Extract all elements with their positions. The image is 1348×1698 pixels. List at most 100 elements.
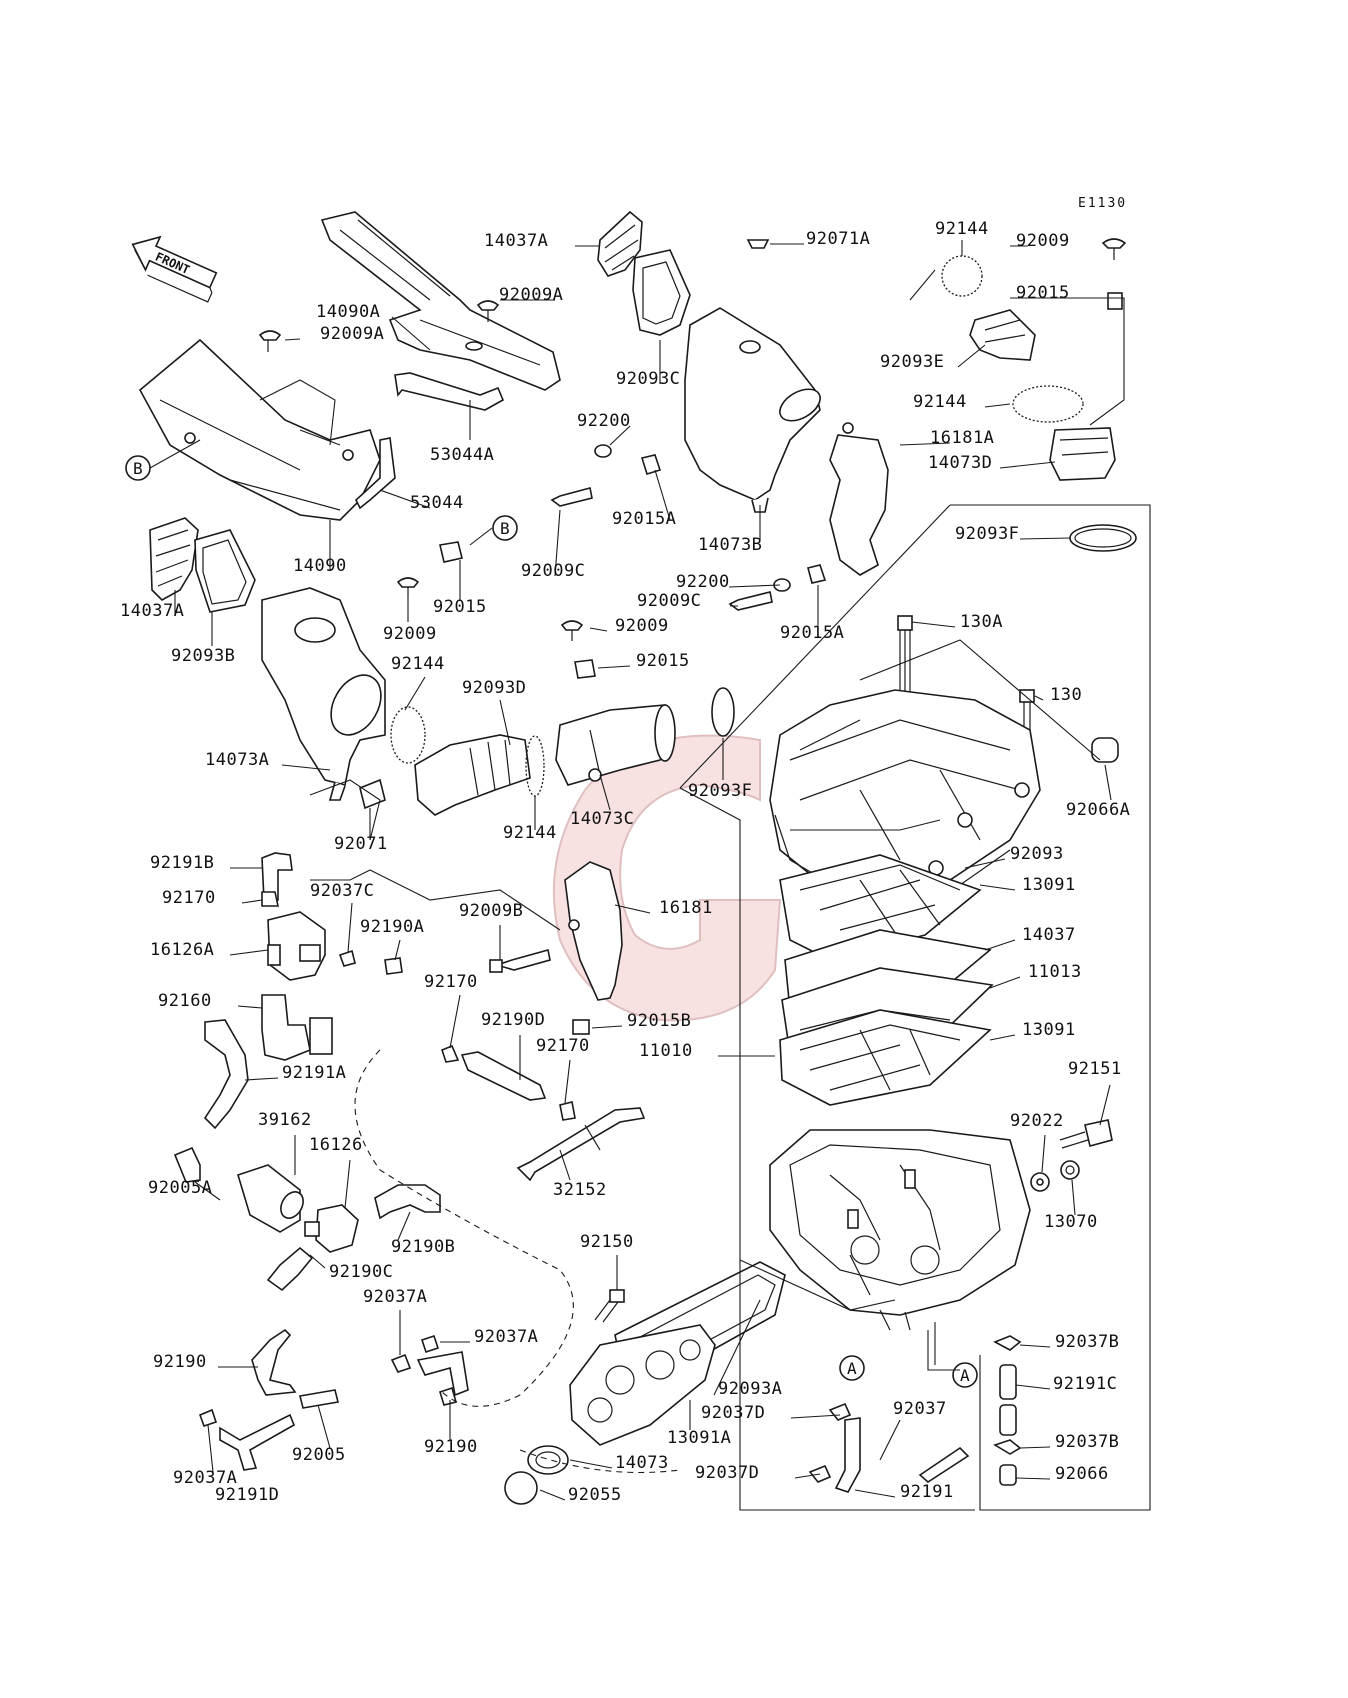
part-label-92037b: 92037B — [1055, 1332, 1119, 1352]
joint-92005A — [173, 1146, 201, 1183]
part-label-11013: 11013 — [1028, 962, 1082, 982]
nut-13070 — [1060, 1160, 1080, 1180]
fitting-14073 — [527, 1445, 569, 1475]
part-label-92005: 92005 — [292, 1445, 346, 1465]
spring-clamp-92144-top — [941, 255, 983, 297]
seal-92093F-right — [1069, 524, 1137, 552]
part-label-92015a: 92015A — [612, 509, 676, 529]
part-label-14073a: 14073A — [205, 750, 269, 770]
cover-13091A — [569, 1324, 716, 1446]
duct-14090 — [138, 338, 381, 521]
part-label-92093b: 92093B — [171, 646, 235, 666]
part-label-92093e: 92093E — [880, 352, 944, 372]
part-label-92093f: 92093F — [955, 524, 1019, 544]
ref-marker-b-center: B — [492, 515, 518, 541]
pipe-92037 — [918, 1446, 970, 1484]
part-label-92037: 92037 — [893, 1399, 947, 1419]
part-label-92144: 92144 — [935, 219, 989, 239]
part-label-92009: 92009 — [383, 624, 437, 644]
part-label-14090a: 14090A — [316, 302, 380, 322]
bolt-92151 — [1059, 1119, 1113, 1149]
valve-16126A — [267, 911, 326, 981]
part-label-92190: 92190 — [424, 1437, 478, 1457]
filter-frame-92093B — [194, 529, 256, 613]
air-duct-14073A — [261, 587, 386, 801]
part-label-92093d: 92093D — [462, 678, 526, 698]
air-duct-14073B — [684, 307, 821, 513]
hose-92191A — [203, 1019, 249, 1130]
part-label-92037b: 92037B — [1055, 1432, 1119, 1452]
part-label-92160: 92160 — [158, 991, 212, 1011]
part-label-92066: 92066 — [1055, 1464, 1109, 1484]
hose-92191D — [219, 1413, 296, 1471]
part-label-16181: 16181 — [659, 898, 713, 918]
cap-92066A — [1091, 737, 1119, 763]
filter-element-14037A-left — [149, 517, 199, 601]
part-label-92144: 92144 — [913, 392, 967, 412]
part-label-92009: 92009 — [1016, 231, 1070, 251]
hose-92190D — [460, 1051, 547, 1101]
collar-92015-mid — [439, 541, 596, 679]
part-label-92144: 92144 — [503, 823, 557, 843]
valve-16126 — [304, 1204, 359, 1253]
part-label-14037: 14037 — [1022, 925, 1076, 945]
part-label-92037c: 92037C — [310, 881, 374, 901]
part-label-92200: 92200 — [676, 572, 730, 592]
bracket-92160 — [261, 994, 333, 1061]
part-label-92191b: 92191B — [150, 853, 214, 873]
part-label-92009: 92009 — [615, 616, 669, 636]
part-label-13070: 13070 — [1044, 1212, 1098, 1232]
grommet-92071A — [746, 239, 770, 249]
upper-case-92093 — [769, 689, 1041, 906]
part-label-92009c: 92009C — [637, 591, 701, 611]
part-label-92191a: 92191A — [282, 1063, 346, 1083]
screws-92009A — [258, 300, 500, 352]
svg-text:A: A — [960, 1366, 970, 1385]
svg-text:B: B — [133, 459, 143, 478]
part-label-53044a: 53044A — [430, 445, 494, 465]
hose-92190-right — [416, 1351, 469, 1406]
svg-text:A: A — [847, 1359, 857, 1378]
bolts-92009C — [550, 487, 773, 611]
gasket-13091-lower — [779, 1009, 992, 1106]
part-label-92066a: 92066A — [1066, 800, 1130, 820]
part-label-92009a: 92009A — [320, 324, 384, 344]
part-label-14037a: 14037A — [484, 231, 548, 251]
part-label-92071a: 92071A — [806, 229, 870, 249]
cap-39162 — [237, 1164, 304, 1233]
part-label-92015b: 92015B — [627, 1011, 691, 1031]
hose-92093E — [969, 309, 1036, 361]
clips-92037B — [993, 1335, 1022, 1455]
bolt-92150 — [594, 1289, 625, 1323]
o-ring-92055 — [504, 1471, 538, 1505]
joint-92005 — [299, 1389, 339, 1409]
ref-marker-b-left: B — [125, 455, 151, 481]
drain-tube-92191C — [999, 1364, 1017, 1436]
part-label-11010: 11010 — [639, 1041, 693, 1061]
filter-element-14037A-top — [597, 210, 643, 277]
part-label-92015: 92015 — [1016, 283, 1070, 303]
washer-92022 — [1030, 1172, 1050, 1192]
bracket-53044 — [355, 437, 396, 510]
part-label-92150: 92150 — [580, 1232, 634, 1252]
part-label-16126a: 16126A — [150, 940, 214, 960]
part-label-92190d: 92190D — [481, 1010, 545, 1030]
part-label-92009b: 92009B — [459, 901, 523, 921]
ref-marker-a-right: A — [952, 1362, 978, 1388]
clip-92037C — [338, 949, 356, 967]
part-label-92190a: 92190A — [360, 917, 424, 937]
clips-92037A — [198, 1334, 440, 1428]
part-label-92170: 92170 — [424, 972, 478, 992]
filter-frame-92093C — [632, 249, 691, 336]
part-label-92037a: 92037A — [474, 1327, 538, 1347]
hose-92190-left — [251, 1328, 297, 1396]
part-label-53044: 53044 — [410, 493, 464, 513]
part-label-92190: 92190 — [153, 1352, 207, 1372]
part-label-92037a: 92037A — [363, 1287, 427, 1307]
group-frames — [259, 379, 1151, 1511]
part-label-92005a: 92005A — [148, 1178, 212, 1198]
clamp-92170 — [261, 891, 576, 1121]
part-label-14073: 14073 — [615, 1453, 669, 1473]
